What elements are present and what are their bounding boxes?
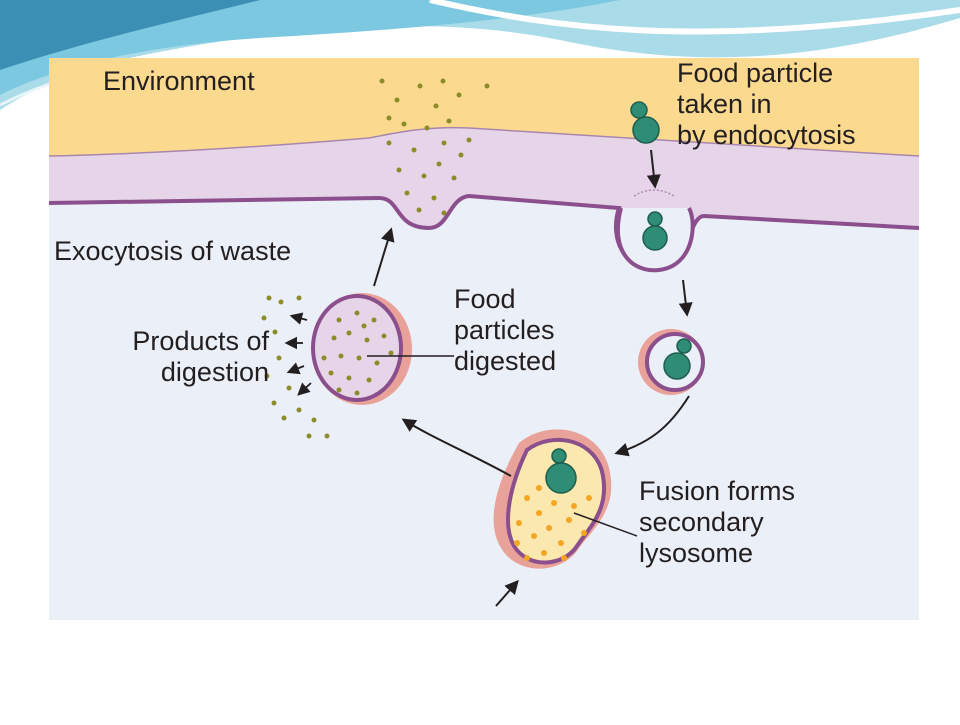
label-endocytosis-line-3: by endocytosis (677, 120, 856, 150)
food-particle-in-pit (642, 211, 668, 251)
arrow-endocytosis (646, 149, 661, 189)
food-particle-outside (630, 101, 660, 144)
label-products-line-1: Products of (132, 326, 269, 356)
label-digested-line-1: Food (454, 284, 516, 314)
product-release-arrows (284, 312, 312, 396)
label-fusion: Fusion forms secondary lysosome (639, 476, 795, 569)
environment-region (49, 58, 919, 156)
digestion-vesicle (311, 293, 412, 405)
top-wave-highlight (429, 0, 960, 35)
label-products-line-2: digestion (160, 357, 269, 387)
arrow-to-digestion (401, 418, 512, 477)
label-endocytosis-line-2: taken in (677, 89, 772, 119)
top-wave-dark (0, 0, 260, 70)
label-fusion-line-1: Fusion forms (639, 476, 796, 506)
label-fusion-line-3: lysosome (639, 538, 754, 568)
arrow-exocytosis (373, 227, 395, 287)
label-digested-line-3: digested (454, 346, 557, 376)
digested-particle-dots (321, 310, 394, 396)
label-fusion-line-2: secondary (639, 507, 764, 537)
label-products: Products of digestion (79, 326, 269, 388)
label-environment: Environment (103, 66, 255, 96)
label-endocytosis-line-1: Food particle (677, 58, 834, 88)
label-exocytosis: Exocytosis of waste (54, 236, 292, 266)
leader-fusion (573, 512, 638, 537)
arrow-lysosome-input (495, 579, 519, 607)
endosome-vesicle (638, 329, 705, 395)
exocytosed-waste-dots (379, 78, 490, 216)
arrow-to-lysosome (614, 395, 690, 457)
label-endocytosis: Food particle taken in by endocytosis (677, 58, 856, 151)
product-dots (261, 295, 330, 439)
diagram-canvas (49, 58, 919, 620)
label-digested-line-2: particles (454, 315, 555, 345)
arrow-to-endosome (678, 279, 693, 317)
label-digested: Food particles digested (454, 284, 556, 377)
lysosome-diagram: Environment Food particle taken in by en… (49, 58, 919, 620)
lysosome-enzyme-dots (514, 485, 592, 561)
pit-pinch-marks (633, 189, 675, 197)
plasma-membrane (49, 127, 919, 269)
membrane-outer-edge (49, 126, 919, 157)
